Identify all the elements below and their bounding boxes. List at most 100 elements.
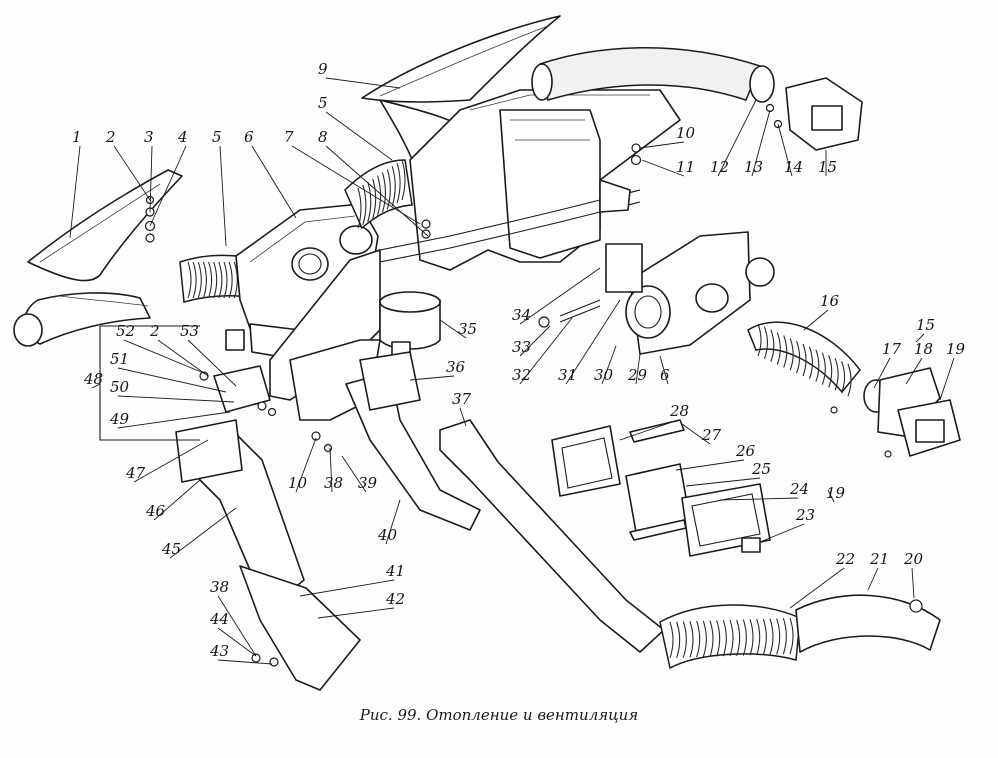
leader-line-c6a xyxy=(251,145,297,219)
callout-c48: 48 xyxy=(83,370,103,388)
callout-c13: 13 xyxy=(744,158,763,176)
callout-c15a: 15 xyxy=(818,158,837,176)
side-vent-nozzle xyxy=(830,367,961,458)
leader-line-c18 xyxy=(905,357,923,385)
leader-line-c44 xyxy=(217,627,257,657)
main-heater-case xyxy=(269,89,681,421)
callout-c17: 17 xyxy=(882,340,902,358)
leader-line-c46 xyxy=(153,479,201,521)
callout-c21: 21 xyxy=(869,550,889,568)
leader-line-c14 xyxy=(777,123,793,177)
leader-line-c10a xyxy=(639,141,685,149)
leader-line-c26 xyxy=(675,459,745,471)
callout-c26: 26 xyxy=(735,442,756,460)
blower-motor xyxy=(379,291,441,357)
figure-caption: Рис. 99. Отопление и вентиляция xyxy=(359,706,639,724)
leader-line-c9 xyxy=(325,77,401,89)
callout-c46: 46 xyxy=(145,502,166,520)
callout-c45: 45 xyxy=(161,540,181,558)
callout-c41: 41 xyxy=(385,562,405,580)
callout-c20: 20 xyxy=(903,550,924,568)
leader-line-c8 xyxy=(325,145,429,237)
leader-line-c33 xyxy=(519,325,551,357)
left-air-intake xyxy=(13,169,183,347)
leader-line-c53 xyxy=(187,339,237,387)
leader-line-c50 xyxy=(117,395,235,403)
leader-line-c41 xyxy=(299,579,395,597)
callout-c32: 32 xyxy=(512,366,531,384)
leader-line-c5b xyxy=(325,111,393,161)
leader-line-c28 xyxy=(619,419,679,441)
callout-c36: 36 xyxy=(446,358,466,376)
callout-c16: 16 xyxy=(820,292,840,310)
callout-c39: 39 xyxy=(358,474,378,492)
left-lower-bracket xyxy=(99,325,277,483)
callout-c24: 24 xyxy=(789,480,809,498)
callout-c51: 51 xyxy=(110,350,129,368)
leader-line-c19b xyxy=(827,489,835,503)
leader-line-c31 xyxy=(565,299,621,385)
leader-line-c5a xyxy=(219,145,227,247)
leader-line-c12 xyxy=(717,99,757,177)
callout-c50: 50 xyxy=(110,378,130,396)
leader-line-c21 xyxy=(867,567,879,591)
leader-line-c23 xyxy=(759,523,805,543)
leader-line-c35 xyxy=(439,319,467,339)
leader-line-c22 xyxy=(789,567,845,609)
leader-line-c49 xyxy=(117,411,231,429)
leader-line-c42 xyxy=(317,607,395,619)
leader-line-c6b xyxy=(659,355,669,385)
callout-c49: 49 xyxy=(109,410,130,428)
leader-line-c2b xyxy=(157,339,209,377)
callout-c6b: 6 xyxy=(660,366,670,384)
callout-c9: 9 xyxy=(318,60,328,78)
right-corrugated-hose xyxy=(747,321,861,397)
callout-c1: 1 xyxy=(72,128,82,146)
leader-line-c40 xyxy=(385,499,401,545)
callout-c4: 4 xyxy=(177,128,188,146)
leader-line-c7 xyxy=(291,145,421,225)
callout-c38a: 38 xyxy=(324,474,343,492)
callout-c12: 12 xyxy=(710,158,729,176)
leader-line-c51 xyxy=(117,367,227,393)
callout-c2a: 2 xyxy=(105,128,116,146)
callout-c7: 7 xyxy=(284,128,294,146)
callout-c8: 8 xyxy=(318,128,328,146)
callout-c34: 34 xyxy=(512,306,531,324)
callout-c3: 3 xyxy=(144,128,154,146)
callout-c31: 31 xyxy=(558,366,577,384)
leader-line-c20 xyxy=(911,567,915,599)
callout-c11: 11 xyxy=(676,158,695,176)
leader-line-c2a xyxy=(113,145,151,201)
right-upper-hose xyxy=(531,47,775,103)
leader-line-c52 xyxy=(123,339,207,375)
leader-line-c30 xyxy=(601,345,617,385)
leader-line-c38a xyxy=(329,447,333,493)
callout-c5a: 5 xyxy=(212,128,222,146)
leader-line-c4 xyxy=(149,145,187,227)
callout-c19b: 19 xyxy=(826,484,846,502)
callout-c52: 52 xyxy=(116,322,135,340)
callout-c53: 53 xyxy=(180,322,199,340)
callout-c28: 28 xyxy=(669,402,689,420)
callout-c5b: 5 xyxy=(318,94,328,112)
callout-c44: 44 xyxy=(209,610,229,628)
leader-line-c32 xyxy=(519,317,573,385)
leader-line-c27 xyxy=(681,423,711,445)
callout-c10a: 10 xyxy=(676,124,696,142)
leader-line-c36 xyxy=(409,375,455,381)
leader-line-c19a xyxy=(939,357,955,401)
leader-line-c24 xyxy=(719,497,799,501)
right-distribution-box xyxy=(538,231,775,355)
callout-c14: 14 xyxy=(784,158,803,176)
callout-c30: 30 xyxy=(594,366,614,384)
leader-line-c37 xyxy=(459,407,467,427)
leader-line-c16 xyxy=(803,309,829,331)
leader-line-c43 xyxy=(217,659,273,665)
callout-c25: 25 xyxy=(751,460,771,478)
floor-duct-right xyxy=(439,419,941,670)
leader-line-c34 xyxy=(519,267,601,325)
callout-c42: 42 xyxy=(385,590,405,608)
